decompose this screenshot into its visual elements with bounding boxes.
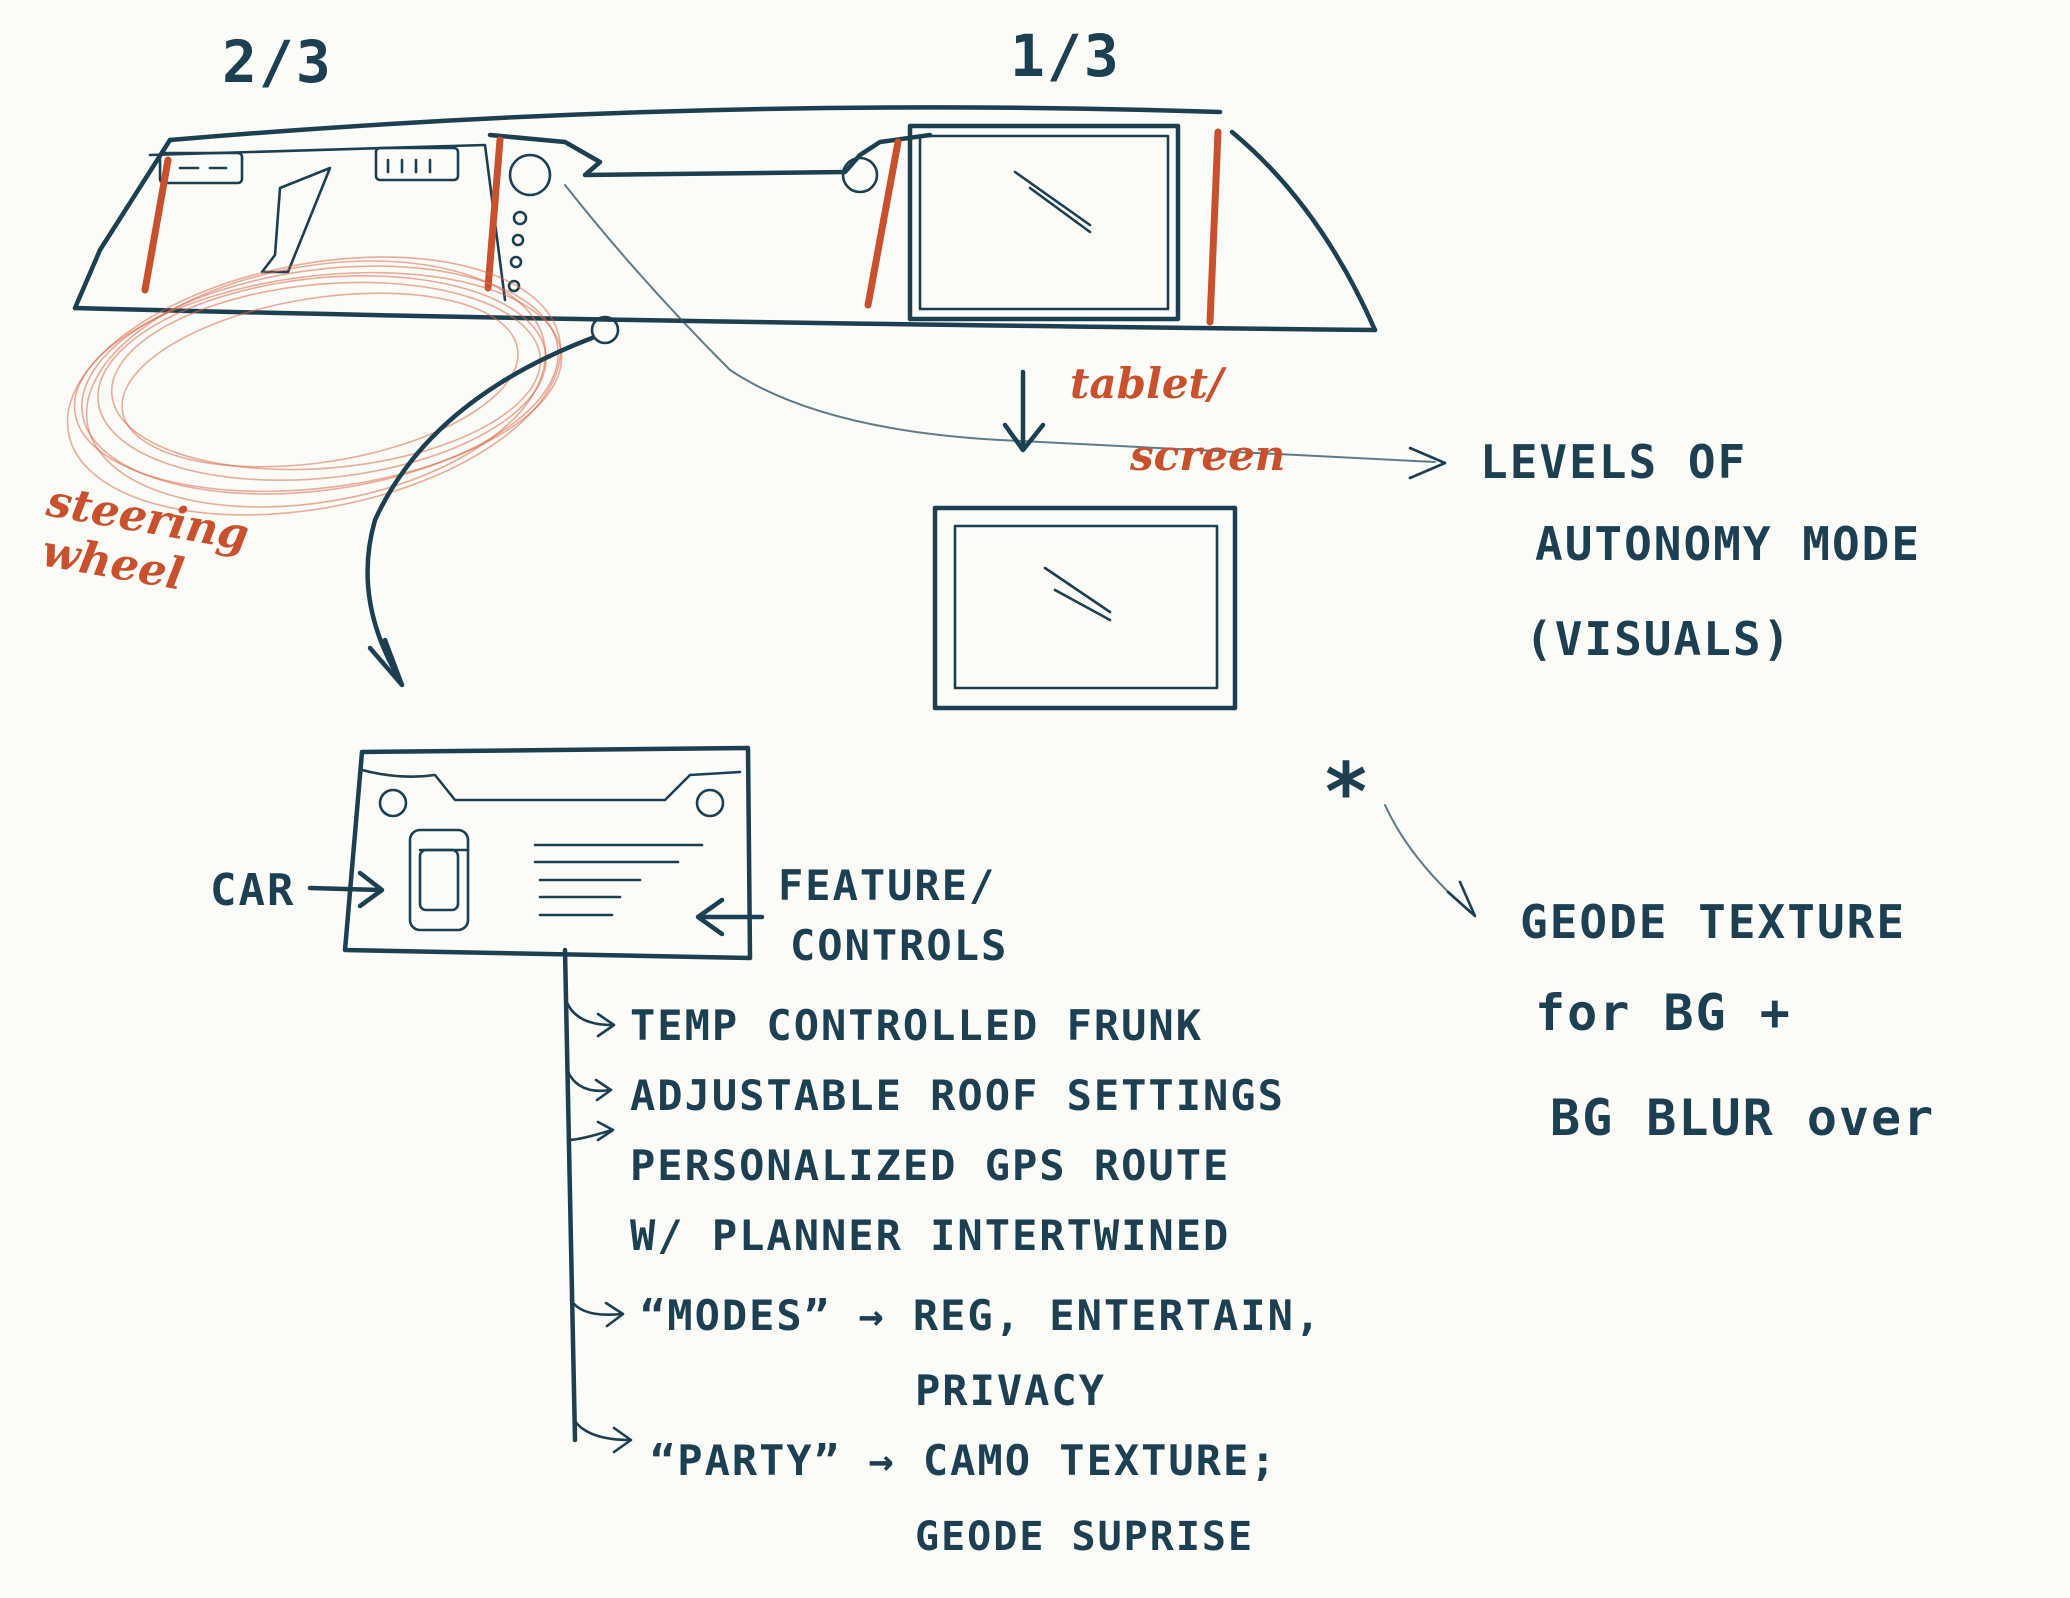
pillar-1 bbox=[141, 156, 172, 294]
ratio-left-label: 2/3 bbox=[222, 28, 333, 96]
tablet-screen-sketch bbox=[932, 505, 1238, 711]
dashboard-sketch bbox=[66, 105, 1378, 516]
feature-modes-line1: “MODES” → REG, ENTERTAIN, bbox=[640, 1291, 1322, 1340]
autonomy-label-line1: LEVELS OF bbox=[1480, 435, 1747, 489]
feature-controls-label-line1: FEATURE/ bbox=[778, 861, 996, 910]
gauge-box-right bbox=[374, 146, 460, 182]
tablet-screen-label-line2: screen bbox=[1129, 431, 1285, 480]
feature-tree-branches bbox=[564, 998, 633, 1454]
feature-temp-frunk: TEMP CONTROLLED FRUNK bbox=[630, 1001, 1203, 1050]
tablet-screen-label-line1: tablet/ bbox=[1070, 359, 1227, 408]
feature-modes-line2: PRIVACY bbox=[915, 1366, 1106, 1415]
autonomy-label-line2: AUTONOMY MODE bbox=[1535, 517, 1921, 571]
controls-panel-sketch bbox=[342, 745, 753, 961]
arrow-to-geode bbox=[1384, 804, 1471, 913]
center-knob bbox=[508, 153, 552, 197]
ratio-right-label: 1/3 bbox=[1010, 22, 1121, 90]
gauge-box-left bbox=[158, 151, 244, 185]
arrow-to-autonomy bbox=[564, 184, 1436, 463]
feature-tree-spine bbox=[562, 947, 578, 1443]
star-mark: * bbox=[1322, 746, 1372, 839]
dash-tablet bbox=[907, 123, 1181, 322]
autonomy-label-line3: (VISUALS) bbox=[1525, 612, 1792, 666]
car-icon bbox=[408, 828, 470, 932]
car-label: CAR bbox=[210, 865, 295, 916]
feature-roof-settings: ADJUSTABLE ROOF SETTINGS bbox=[630, 1071, 1285, 1120]
pillar-2 bbox=[484, 136, 504, 292]
feature-gps-route-line1: PERSONALIZED GPS ROUTE bbox=[630, 1141, 1230, 1190]
feature-party-line1: “PARTY” → CAMO TEXTURE; bbox=[650, 1436, 1278, 1485]
arrow-car bbox=[307, 885, 383, 893]
arrow-to-controls bbox=[365, 335, 595, 683]
feature-controls-label-line2: CONTROLS bbox=[790, 921, 1008, 970]
pillar-3 bbox=[864, 138, 902, 309]
geode-label-line2: for BG + bbox=[1535, 984, 1792, 1042]
geode-label-line1: GEODE TEXTURE bbox=[1520, 895, 1906, 949]
pillar-4 bbox=[1206, 128, 1222, 326]
feature-gps-route-line2: W/ PLANNER INTERTWINED bbox=[630, 1211, 1230, 1260]
feature-party-line2: GEODE SUPRISE bbox=[915, 1514, 1254, 1560]
feature-lines bbox=[533, 843, 704, 917]
geode-label-line3: BG BLUR over bbox=[1550, 1089, 1935, 1147]
